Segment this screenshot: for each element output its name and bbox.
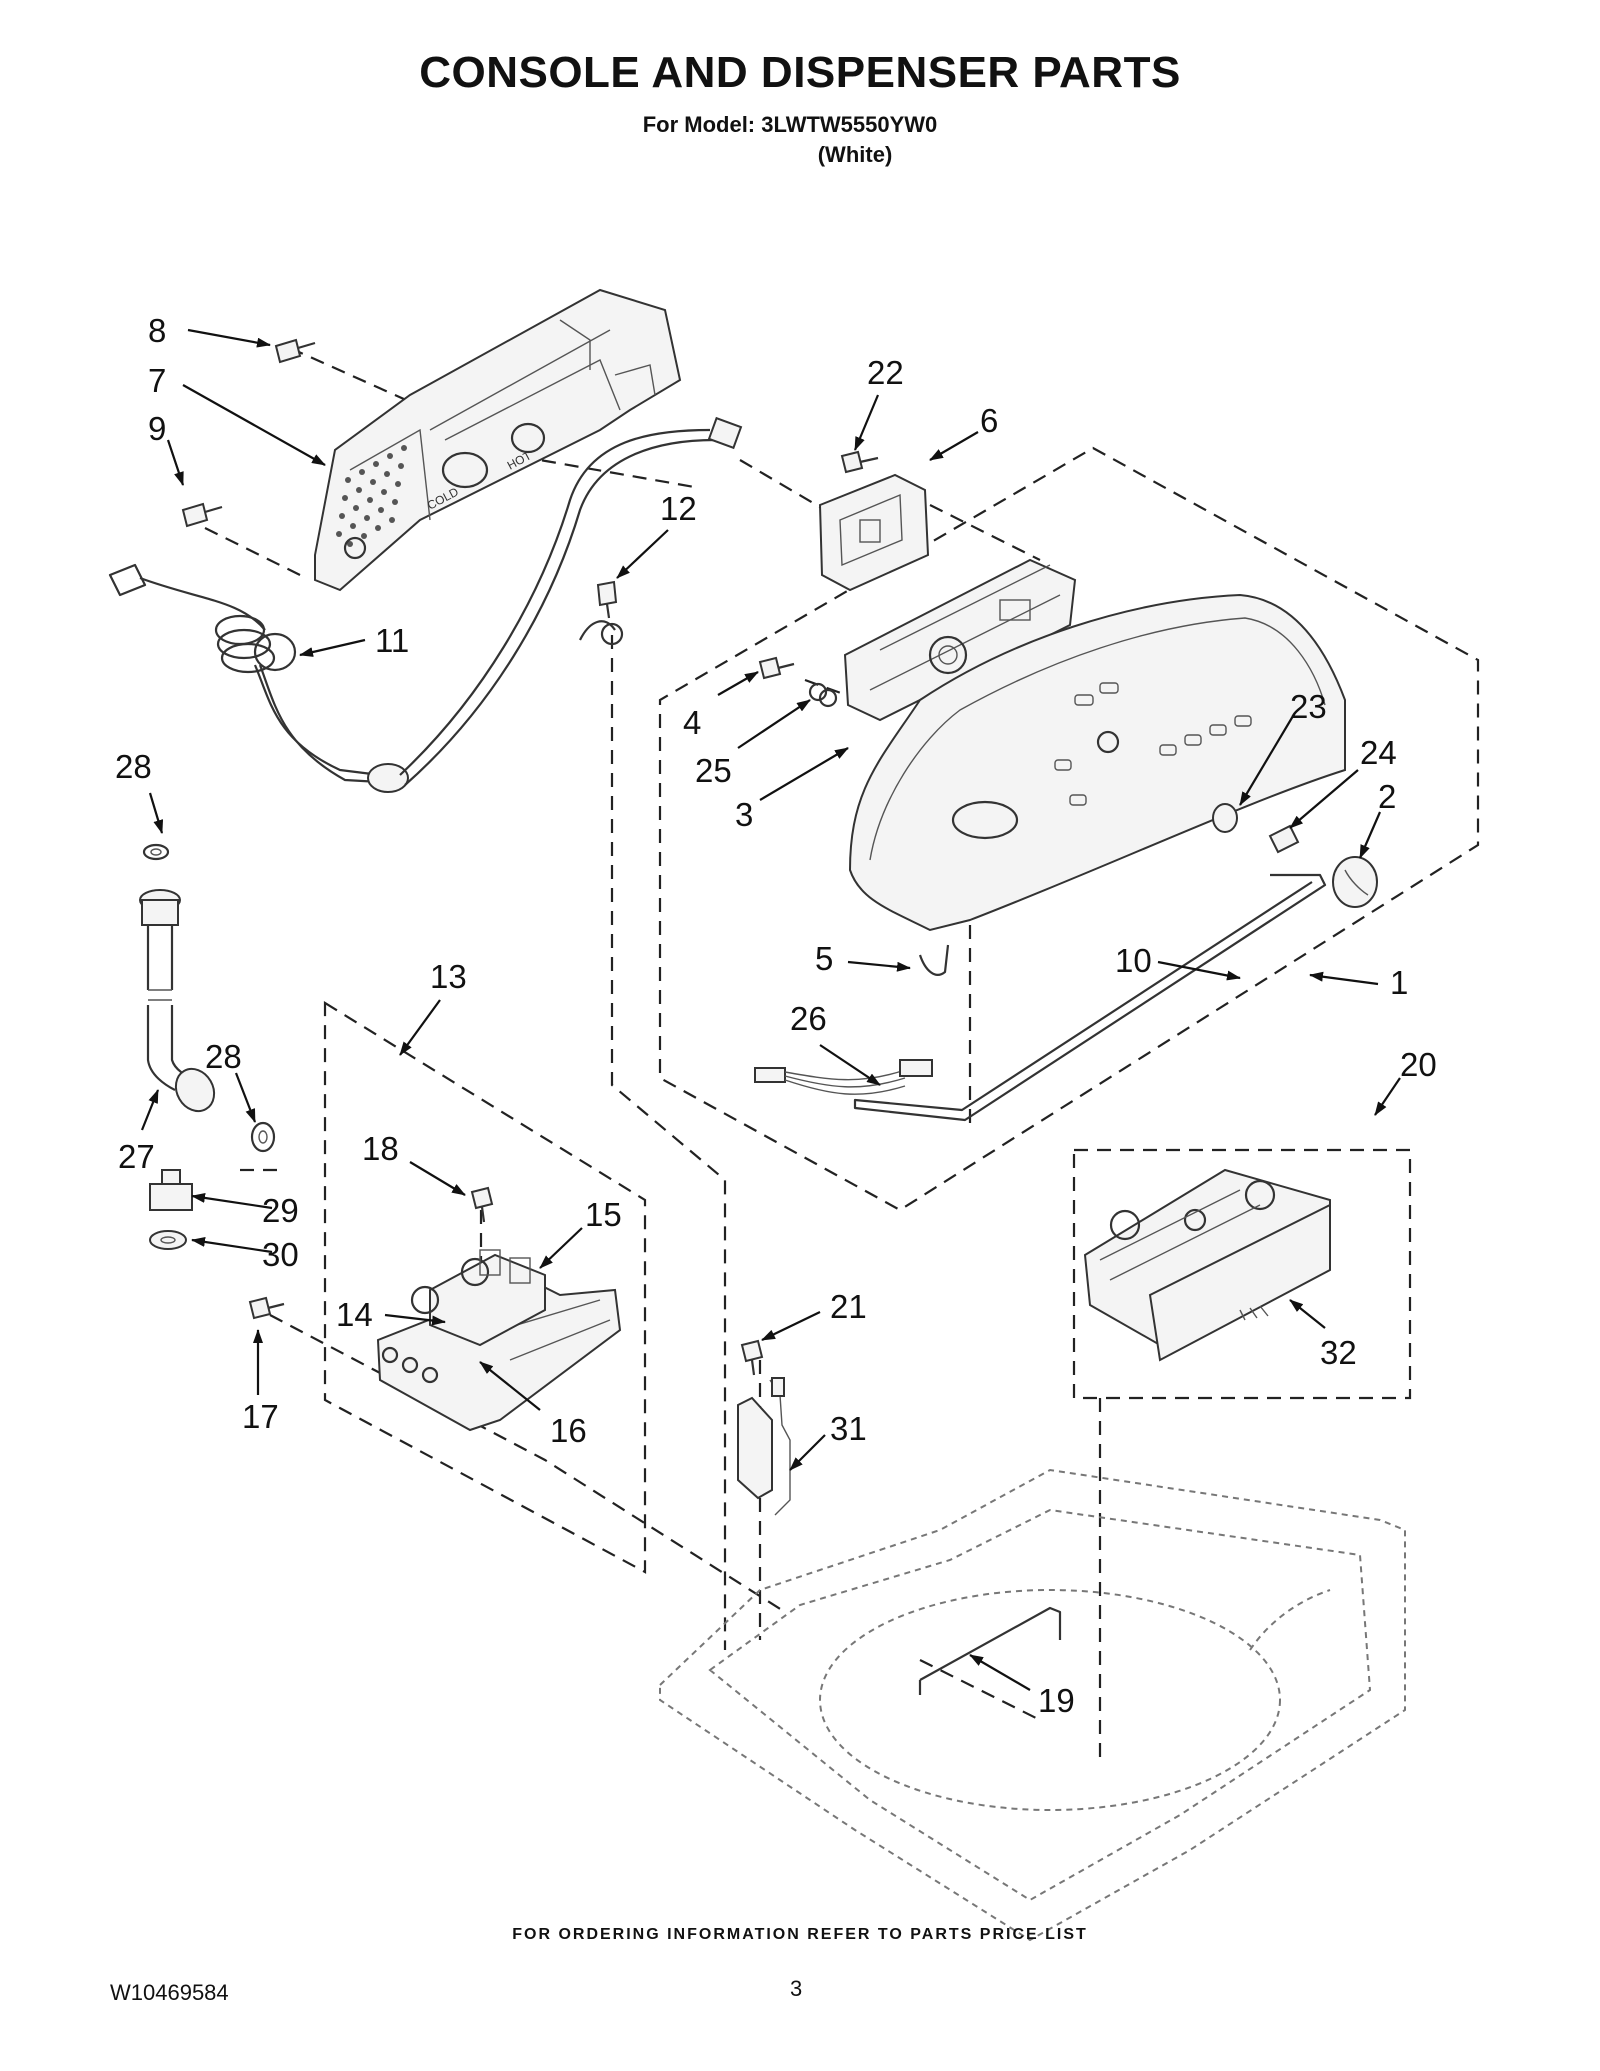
power-cord-harness	[108, 416, 743, 793]
dispenser-group-outline	[1072, 1148, 1412, 1400]
fill-hose	[139, 889, 216, 1113]
callout-numbers: 8 7 9 22 6 12 11 4 25 3 23 24 2 5 10 1 2…	[115, 312, 1437, 1719]
callout-1: 1	[1390, 964, 1408, 1001]
screw-icon	[181, 502, 223, 528]
assembly-line	[739, 459, 826, 511]
lid-lock-rod	[918, 1606, 1062, 1695]
callout-19: 19	[1038, 1682, 1075, 1719]
water-valve	[410, 1249, 546, 1347]
page-title: CONSOLE AND DISPENSER PARTS	[419, 48, 1181, 97]
callout-27: 27	[118, 1138, 155, 1175]
callout-17: 17	[242, 1398, 279, 1435]
model-number: For Model: 3LWTW5550YW0	[642, 112, 938, 137]
washer-icon	[142, 843, 170, 861]
screw-icon	[470, 1186, 494, 1223]
callout-26: 26	[790, 1000, 827, 1037]
callout-16: 16	[550, 1412, 587, 1449]
callout-12: 12	[660, 490, 697, 527]
callout-23: 23	[1290, 688, 1327, 725]
spacer-icon	[808, 682, 838, 708]
washer-icon	[149, 1230, 187, 1250]
callout-6: 6	[980, 402, 998, 439]
console-housing	[848, 593, 1346, 932]
valve-group-outline	[323, 1001, 647, 1574]
assembly-line	[269, 1314, 786, 1613]
callout-20: 20	[1400, 1046, 1437, 1083]
page-number: 3	[790, 1976, 803, 2001]
callout-11: 11	[375, 622, 409, 659]
callout-8: 8	[148, 312, 166, 349]
callout-32: 32	[1320, 1334, 1357, 1371]
screw-icon	[758, 656, 795, 680]
callout-25: 25	[695, 752, 732, 789]
callout-13: 13	[430, 958, 467, 995]
callout-30: 30	[262, 1236, 299, 1273]
callout-4: 4	[683, 704, 701, 741]
callout-5: 5	[815, 940, 833, 977]
knob-insert-icon	[1268, 824, 1300, 854]
knob-icon	[1332, 856, 1378, 908]
end-cap-rod	[853, 873, 1327, 1122]
callout-28-top: 28	[115, 748, 152, 785]
callout-15: 15	[585, 1196, 622, 1233]
document-number: W10469584	[110, 1980, 229, 2005]
washer-icon	[250, 1121, 276, 1153]
callout-10: 10	[1115, 942, 1152, 979]
callout-21: 21	[830, 1288, 867, 1325]
screw-icon	[840, 450, 879, 474]
callout-9: 9	[148, 410, 166, 447]
callout-18: 18	[362, 1130, 399, 1167]
model-color: (White)	[817, 142, 893, 167]
callout-leaders	[140, 328, 1401, 1691]
electronic-control-board	[818, 473, 930, 592]
ordering-info: FOR ORDERING INFORMATION REFER TO PARTS …	[512, 1926, 1088, 1943]
clip-icon	[918, 944, 950, 976]
assembly-line	[610, 635, 727, 1650]
rear-console-panel: COLD HOT	[314, 288, 682, 592]
harness-bracket	[737, 1377, 791, 1516]
inlet-fitting-icon	[149, 1169, 193, 1211]
callout-14: 14	[336, 1296, 373, 1333]
console-bracket	[843, 558, 1077, 722]
callout-31: 31	[830, 1410, 867, 1447]
console-group-outline	[658, 446, 1480, 1212]
callout-28-bottom: 28	[205, 1038, 242, 1075]
screw-icon	[274, 338, 316, 364]
callout-29: 29	[262, 1192, 299, 1229]
callout-2: 2	[1378, 778, 1396, 815]
wire-harness-small	[754, 1059, 933, 1095]
screw-icon	[248, 1296, 285, 1320]
screw-icon	[740, 1339, 764, 1376]
callout-3: 3	[735, 796, 753, 833]
callout-22: 22	[867, 354, 904, 391]
assembly-line	[929, 504, 1041, 561]
assembly-line	[204, 527, 301, 576]
knob-seal-icon	[1212, 803, 1238, 833]
washer-top-cover	[659, 1468, 1406, 1942]
dispenser-drawer	[1083, 1168, 1331, 1362]
callout-24: 24	[1360, 734, 1397, 771]
screw-icon	[596, 580, 618, 619]
callout-7: 7	[148, 362, 166, 399]
